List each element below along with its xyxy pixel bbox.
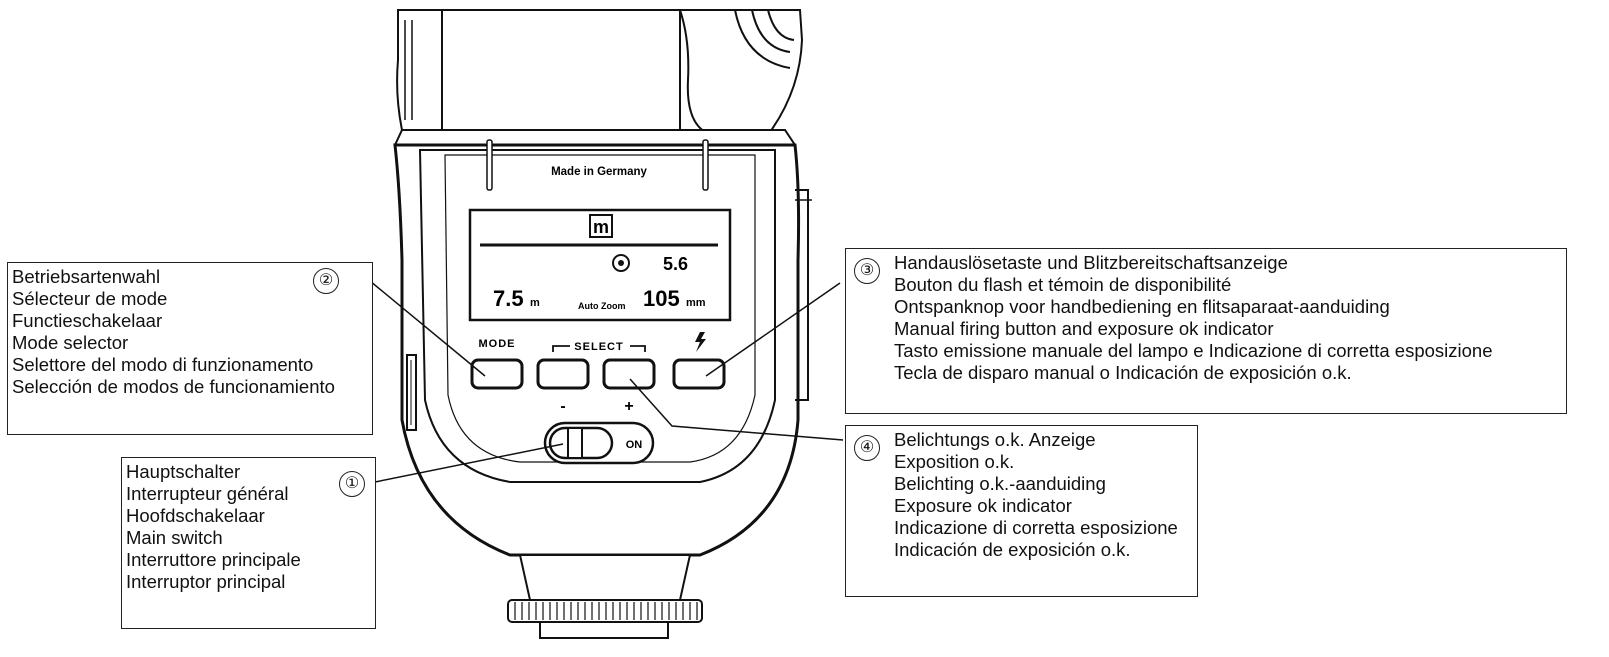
lcd-aperture-value: 5.6 (663, 254, 688, 274)
callout-number: ② (313, 268, 339, 294)
knurled-ring (514, 602, 698, 620)
lcd-zoom-label: Auto Zoom (578, 301, 626, 311)
callout-line: Belichting o.k.-aanduiding (894, 473, 1106, 494)
switch-on-label: ON (626, 439, 643, 451)
callout-line: Tecla de disparo manual o Indicación de … (894, 362, 1352, 383)
callout-line: Tasto emissione manuale del lampo e Indi… (894, 340, 1493, 361)
callout-number: ① (339, 471, 365, 497)
callout-line: Hauptschalter (126, 461, 241, 482)
flash-head (396, 9, 804, 133)
callout-mode-selector: ② Betriebsartenwahl Sélecteur de mode Fu… (7, 262, 373, 435)
swivel-collar (393, 129, 797, 146)
lcd-zoom-value: 105 (643, 286, 680, 311)
callout-line: Functieschakelaar (12, 310, 163, 331)
mode-label: MODE (479, 338, 516, 350)
callout-line: Interruttore principale (126, 549, 301, 570)
made-in-label: Made in Germany (551, 166, 647, 178)
aperture-icon (612, 254, 630, 272)
callout-line: Manual firing button and exposure ok ind… (894, 318, 1274, 339)
select-bracket (552, 345, 646, 352)
callout-line: Selección de modos de funcionamiento (12, 376, 335, 397)
callout-line: Bouton du flash et témoin de disponibili… (894, 274, 1232, 295)
callout-flash-button: ③ Handauslösetaste und Blitzbereitschaft… (845, 248, 1567, 414)
callout-line: Indicación de exposición o.k. (894, 539, 1131, 560)
callout-line: Sélecteur de mode (12, 288, 168, 309)
select-plus-button[interactable] (602, 358, 656, 390)
minus-label: - (560, 398, 565, 415)
hot-shoe-foot (507, 554, 703, 639)
callout-exposure-indicator: ④ Belichtungs o.k. Anzeige Exposition o.… (845, 425, 1198, 597)
lcd-mode-symbol: m (593, 217, 609, 237)
lcd-distance-value: 7.5 (493, 286, 524, 311)
plus-label: + (624, 398, 633, 415)
callout-main-switch: ① Hauptschalter Interrupteur général Hoo… (121, 457, 376, 629)
callout-line: Indicazione di corretta esposizione (894, 517, 1178, 538)
callout-line: Exposure ok indicator (894, 495, 1072, 516)
callout-line: Interrupteur général (126, 483, 289, 504)
callout-line: Belichtungs o.k. Anzeige (894, 429, 1096, 450)
flash-fire-button[interactable] (672, 358, 726, 390)
leader-lines (369, 280, 844, 483)
callout-line: Exposition o.k. (894, 451, 1015, 472)
callout-line: Mode selector (12, 332, 129, 353)
main-switch[interactable] (543, 421, 655, 465)
callout-line: Interruptor principal (126, 571, 286, 592)
lcd-display (468, 208, 732, 322)
callout-line: Ontspanknop voor handbediening en flitsa… (894, 296, 1390, 317)
callout-line: Betriebsartenwahl (12, 266, 161, 287)
callout-number: ④ (854, 435, 880, 461)
mode-button[interactable] (470, 358, 524, 390)
callout-line: Selettore del modo di funzionamento (12, 354, 314, 375)
select-label: SELECT (574, 341, 623, 353)
lightning-icon (695, 332, 706, 352)
callout-line: Main switch (126, 527, 223, 548)
select-minus-button[interactable] (536, 358, 590, 390)
callout-number: ③ (854, 258, 880, 284)
callout-line: Hoofdschakelaar (126, 505, 265, 526)
callout-line: Handauslösetaste und Blitzbereitschaftsa… (894, 252, 1288, 273)
lcd-zoom-unit: mm (686, 297, 706, 309)
lcd-distance-unit: m (530, 297, 540, 309)
